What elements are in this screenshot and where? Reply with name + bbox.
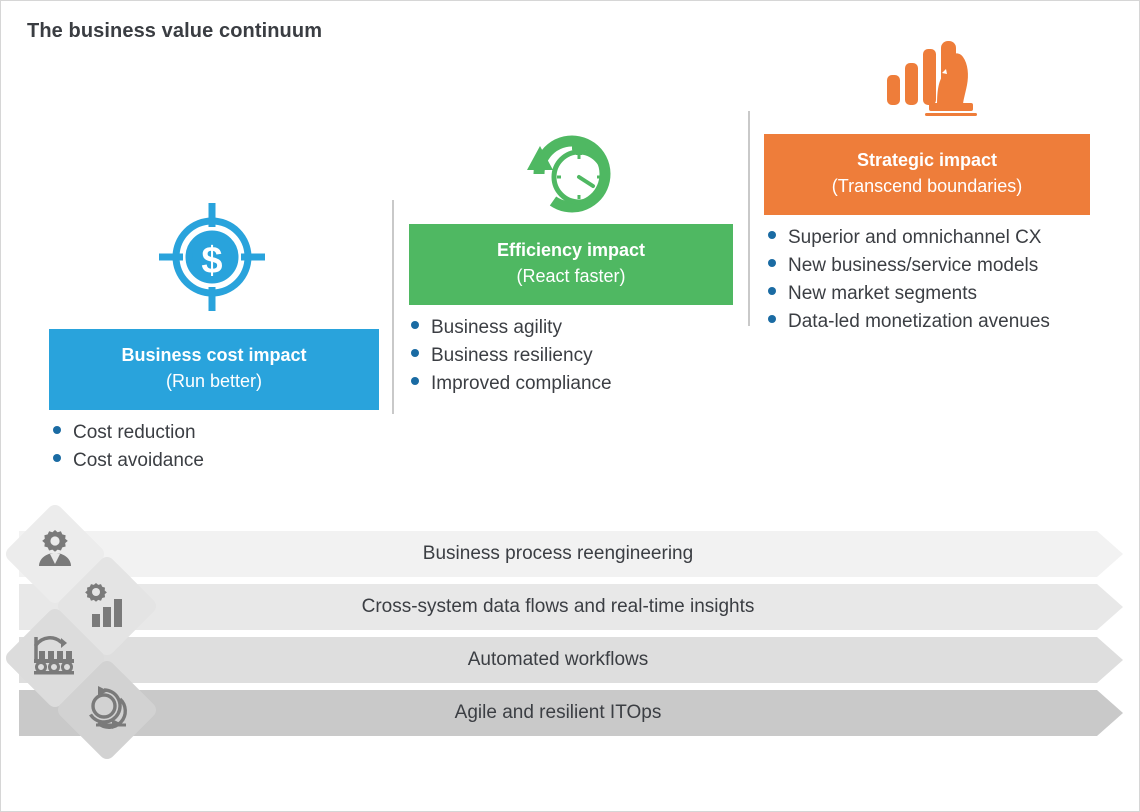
list-item-label: New business/service models	[788, 255, 1039, 276]
list-item-label: Data-led monetization avenues	[788, 311, 1050, 332]
bullet-dot-icon	[411, 349, 419, 357]
pillar-subtitle: (React faster)	[516, 266, 626, 286]
arrow-bar: Cross-system data flows and real-time in…	[19, 584, 1123, 630]
page-title: The business value continuum	[27, 20, 323, 42]
arrow-bar-label: Agile and resilient ITOps	[454, 702, 662, 723]
arrow-bar-label: Business process reengineering	[422, 543, 694, 564]
chess-knight-bar-chart-icon	[885, 39, 977, 117]
pillar-title: Strategic impact	[856, 150, 998, 170]
pillar-bullet-list: Superior and omnichannel CX New business…	[764, 224, 1090, 336]
list-item: Improved compliance	[411, 370, 733, 398]
bullet-dot-icon	[411, 321, 419, 329]
gear-bar-chart-badge	[54, 553, 160, 659]
agile-loop-icon	[82, 685, 132, 735]
foundation-row: Agile and resilient ITOps	[1, 690, 1140, 736]
bullet-dot-icon	[53, 426, 61, 434]
pillar-title: Business cost impact	[121, 345, 307, 365]
arrow-bar: Agile and resilient ITOps	[19, 690, 1123, 736]
person-gear-badge	[2, 501, 108, 607]
list-item: Business resiliency	[411, 342, 733, 370]
pillar-business-cost-impact: Business cost impact (Run better) Cost r…	[49, 329, 379, 475]
pillar-header-strategic-impact: Strategic impact (Transcend boundaries)	[764, 134, 1090, 215]
pillar-divider-1	[392, 200, 394, 414]
list-item: Cost avoidance	[53, 447, 379, 475]
pillar-header-business-cost-impact: Business cost impact (Run better)	[49, 329, 379, 410]
list-item-label: Cost avoidance	[73, 450, 204, 471]
pillar-strategic-impact: Strategic impact (Transcend boundaries) …	[764, 134, 1090, 336]
robot-conveyor-icon	[30, 633, 80, 683]
pillar-bullet-list: Cost reduction Cost avoidance	[49, 419, 379, 475]
foundation-enablers: Business process reengineering Cross-sys…	[1, 523, 1140, 753]
bullet-dot-icon	[768, 231, 776, 239]
bullet-dot-icon	[768, 315, 776, 323]
pillar-subtitle: (Transcend boundaries)	[831, 176, 1023, 196]
list-item: Business agility	[411, 314, 733, 342]
arrow-bar: Automated workflows	[19, 637, 1123, 683]
svg-text:$: $	[201, 240, 222, 282]
list-item-label: Improved compliance	[431, 373, 612, 394]
foundation-row: Cross-system data flows and real-time in…	[1, 584, 1140, 630]
list-item: Cost reduction	[53, 419, 379, 447]
pillar-subtitle: (Run better)	[165, 371, 263, 391]
list-item: Superior and omnichannel CX	[768, 224, 1090, 252]
list-item-label: Cost reduction	[73, 422, 196, 443]
list-item-label: Business agility	[431, 317, 562, 338]
bullet-dot-icon	[411, 377, 419, 385]
foundation-row: Business process reengineering	[1, 531, 1140, 577]
pillar-efficiency-impact: Efficiency impact (React faster) Busines…	[409, 224, 733, 398]
list-item-label: New market segments	[788, 283, 978, 304]
bullet-dot-icon	[768, 259, 776, 267]
bullet-dot-icon	[53, 454, 61, 462]
arrow-bar: Business process reengineering	[19, 531, 1123, 577]
stopwatch-refresh-icon	[517, 130, 627, 218]
gear-bar-chart-icon	[82, 581, 132, 631]
pillar-header-efficiency-impact: Efficiency impact (React faster)	[409, 224, 733, 305]
foundation-row: Automated workflows	[1, 637, 1140, 683]
list-item: New business/service models	[768, 252, 1090, 280]
arrow-bar-label: Automated workflows	[467, 649, 649, 670]
agile-loop-badge	[54, 657, 160, 763]
target-dollar-icon: $	[159, 201, 265, 313]
list-item-label: Superior and omnichannel CX	[788, 227, 1042, 248]
robot-conveyor-badge	[2, 605, 108, 711]
pillar-bullet-list: Business agility Business resiliency Imp…	[409, 314, 733, 398]
list-item: New market segments	[768, 280, 1090, 308]
bullet-dot-icon	[768, 287, 776, 295]
list-item: Data-led monetization avenues	[768, 308, 1090, 336]
pillar-divider-2	[748, 111, 750, 326]
list-item-label: Business resiliency	[431, 345, 593, 366]
arrow-bar-label: Cross-system data flows and real-time in…	[361, 596, 755, 617]
pillar-title: Efficiency impact	[496, 240, 646, 260]
person-gear-icon	[30, 529, 80, 579]
